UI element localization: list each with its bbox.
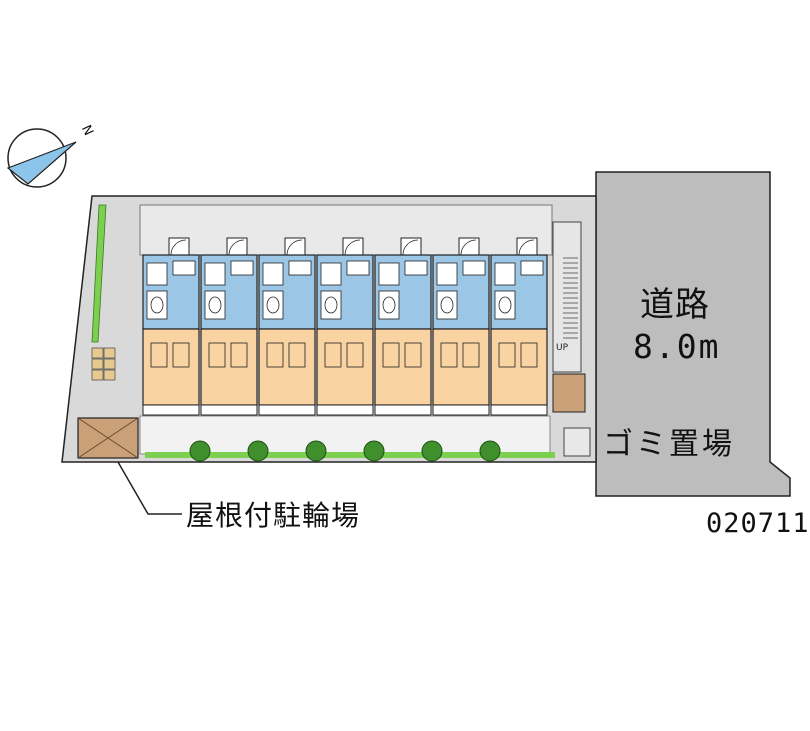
planters <box>91 347 116 381</box>
stairs-up-label: UP <box>556 343 569 353</box>
road-name-label: 道路 <box>640 285 710 325</box>
tree <box>189 440 211 462</box>
planter <box>91 358 104 370</box>
west-hedge <box>91 204 107 343</box>
road-area <box>595 171 791 497</box>
tree <box>363 440 385 462</box>
road-width-label: 8.0m <box>633 327 721 366</box>
planter <box>103 347 116 359</box>
unit <box>200 237 258 416</box>
covered-bicycle-parking <box>77 417 139 459</box>
unit <box>432 237 490 416</box>
planter <box>91 369 104 381</box>
stairs: UP <box>552 221 582 373</box>
apartment-building <box>139 204 553 416</box>
garbage-area-label: ゴミ置場 <box>603 427 735 462</box>
tree <box>305 440 327 462</box>
trees <box>189 440 501 462</box>
property-code-label: 020711 <box>706 508 810 539</box>
tree <box>247 440 269 462</box>
unit <box>374 237 432 416</box>
bicycle-parking-label: 屋根付駐輪場 <box>186 499 361 532</box>
planter <box>103 369 116 381</box>
planter <box>91 347 104 359</box>
planter <box>103 358 116 370</box>
parking-leader-line <box>117 461 182 515</box>
unit <box>490 237 548 416</box>
north-arrow <box>6 128 77 188</box>
tree <box>479 440 501 462</box>
grass-strip <box>145 452 555 458</box>
tree <box>421 440 443 462</box>
unit <box>316 237 374 416</box>
unit <box>142 237 200 416</box>
unit <box>258 237 316 416</box>
garbage-area <box>552 373 591 457</box>
